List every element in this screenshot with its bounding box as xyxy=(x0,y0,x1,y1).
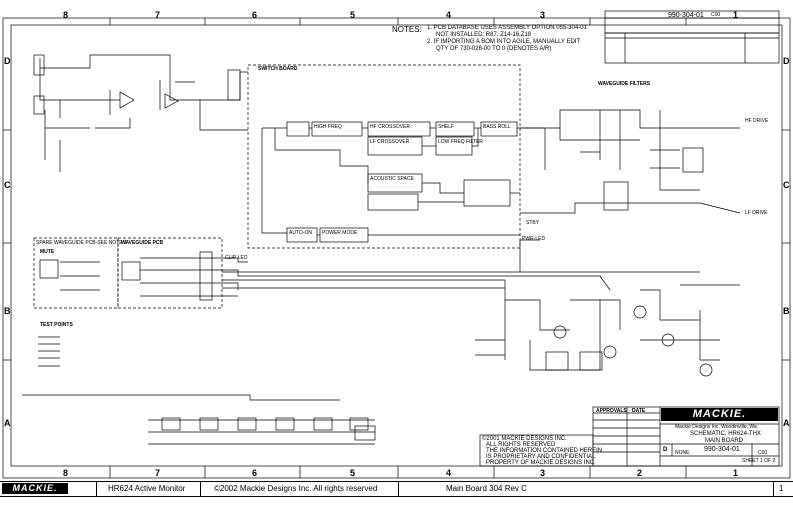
mute-label: MUTE xyxy=(40,249,55,255)
zone-row-b-left: B xyxy=(4,306,11,316)
note-line-3: 2. IF IMPORTING A BOM INTO AGILE, MANUAL… xyxy=(427,39,581,45)
zone-column-3-bottom: 3 xyxy=(540,468,546,478)
rev-top: C00 xyxy=(711,12,721,18)
drawing-title-1: SCHEMATIC, HR624-THX xyxy=(690,431,761,437)
footer-divider xyxy=(773,482,774,496)
power-mode-label: POWER MODE xyxy=(322,230,358,236)
rev-value: C00 xyxy=(758,450,768,456)
zone-row-d-left: D xyxy=(4,56,11,66)
sheet-number: SHEET 1 OF 2 xyxy=(742,458,776,464)
test-points-label: TEST POINTS xyxy=(40,322,73,328)
footer-board: Main Board 304 Rev C xyxy=(446,484,527,493)
footer-divider xyxy=(200,482,201,496)
zone-column-1-top: 1 xyxy=(733,10,739,20)
zone-column-4-top: 4 xyxy=(446,10,452,20)
shelf-label: SHELF xyxy=(438,124,455,130)
zone-column-6-bottom: 6 xyxy=(252,468,258,478)
mackie-logo: MACKIE. xyxy=(692,408,747,420)
footer-page-number: 1 xyxy=(779,484,784,493)
notes-heading: NOTES: xyxy=(392,25,422,34)
copyright-line-3: THE INFORMATION CONTAINED HEREIN xyxy=(486,448,603,454)
zone-row-a-right: A xyxy=(783,418,790,428)
zone-column-7-bottom: 7 xyxy=(155,468,161,478)
hf-crossover-label: HF CROSSOVER xyxy=(370,124,411,130)
copyright-line-4: IS PROPRIETARY AND CONFIDENTIAL xyxy=(486,454,596,460)
stby-label: STBY xyxy=(526,220,540,226)
copyright-line-5: PROPERTY OF MACKIE DESIGNS INC. xyxy=(486,460,596,466)
zone-row-b-right: B xyxy=(783,306,790,316)
footer-copyright: ©2002 Mackie Designs Inc. All rights res… xyxy=(214,484,378,493)
copyright-line-2: ALL RIGHTS RESERVED xyxy=(486,442,556,448)
bass-roll-label: BASS ROLL xyxy=(483,124,511,130)
waveguide-filters-label: WAVEGUIDE FILTERS xyxy=(598,81,651,87)
note-line-1: 1. PCB DATABASE USES ASSEMBLY OPTION 055… xyxy=(427,25,587,31)
footer-divider xyxy=(96,482,97,496)
doc-number: 990-304-01 xyxy=(704,446,740,453)
zone-column-5-bottom: 5 xyxy=(350,468,356,478)
doc-number-top: 990-304-01 xyxy=(668,12,704,19)
lf-drive-label: LF DRIVE xyxy=(745,210,768,216)
footer-bar: MACKIE. HR624 Active Monitor ©2002 Macki… xyxy=(0,481,793,497)
note-line-2: NOT INSTALLED: R87, Z14-16,Z18 xyxy=(436,32,532,38)
zone-column-3-top: 3 xyxy=(540,10,546,20)
zone-column-4-bottom: 4 xyxy=(446,468,452,478)
zone-column-5-top: 5 xyxy=(350,10,356,20)
date-label: DATE xyxy=(632,408,646,414)
zone-column-8-bottom: 8 xyxy=(63,468,69,478)
scale-value: NONE xyxy=(675,450,690,456)
copyright-line-1: ©2001 MACKIE DESIGNS INC. xyxy=(482,436,567,442)
footer-product: HR624 Active Monitor xyxy=(108,484,186,493)
zone-row-a-left: A xyxy=(4,418,11,428)
auto-on-label: AUTO-ON xyxy=(289,230,312,236)
high-freq-label: HIGH FREQ xyxy=(314,124,342,130)
pwr-led-label: PWR-LED xyxy=(522,236,546,242)
zone-column-6-top: 6 xyxy=(252,10,258,20)
switch-board-label: SWITCH BOARD xyxy=(258,66,298,72)
approvals-label: APPROVALS xyxy=(596,408,627,414)
footer-mackie-logo: MACKIE. xyxy=(2,483,68,494)
lf-crossover-label: LF CROSSOVER xyxy=(370,139,410,145)
low-freq-filter-label: LOW FREQ FILTER xyxy=(438,139,483,145)
drawing-title-2: MAIN BOARD xyxy=(705,438,744,444)
zone-column-2-bottom: 2 xyxy=(637,468,643,478)
acoustic-space-label: ACOUSTIC SPACE xyxy=(370,176,414,182)
note-line-4: QTY OF 730-026-00 TO 0 (DENOTES A/R) xyxy=(436,46,552,52)
company-name: Mackie Designs Inc. Woodinville, Wa. xyxy=(675,424,759,430)
zone-column-8-top: 8 xyxy=(63,10,69,20)
zone-row-d-right: D xyxy=(783,56,790,66)
zone-column-1-bottom: 1 xyxy=(733,468,739,478)
hf-drive-label: HF DRIVE xyxy=(745,118,769,124)
clip-led-label: CLIP-LED xyxy=(225,255,248,261)
sheet-size: D xyxy=(663,447,668,453)
zone-column-7-top: 7 xyxy=(155,10,161,20)
zone-row-c-right: C xyxy=(783,180,790,190)
spare-waveguide-label: SPARE WAVEGUIDE PCB-SEE NOTE 1 xyxy=(36,240,127,246)
zone-row-c-left: C xyxy=(4,180,11,190)
waveguide-pcb-label: WAVEGUIDE PCB xyxy=(121,240,164,246)
footer-divider xyxy=(398,482,399,496)
